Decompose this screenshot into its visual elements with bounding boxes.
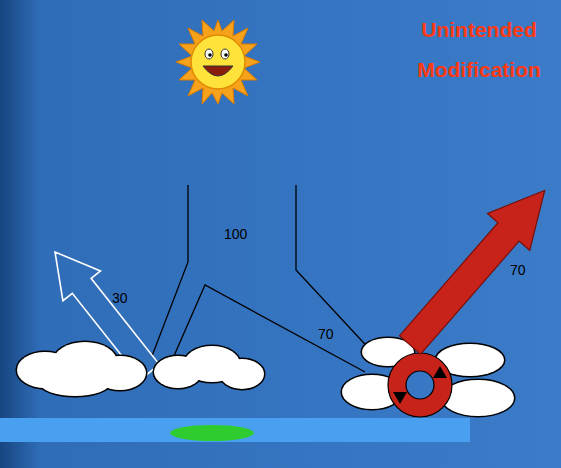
value-label: 100 xyxy=(224,226,247,242)
circulation-ring xyxy=(388,353,452,417)
cloud-right xyxy=(342,338,514,416)
cloud-left xyxy=(17,342,146,396)
cloud-middle xyxy=(154,346,264,389)
sun-icon xyxy=(176,20,260,104)
outgoing-arrow xyxy=(399,190,544,354)
radiation-path-lines xyxy=(152,185,375,372)
water-strip xyxy=(0,418,470,442)
value-label: 30 xyxy=(112,290,128,306)
title: Unintended Modification xyxy=(404,10,554,90)
land-patch xyxy=(170,425,254,441)
value-label: 70 xyxy=(510,262,526,278)
value-label: 70 xyxy=(318,326,334,342)
